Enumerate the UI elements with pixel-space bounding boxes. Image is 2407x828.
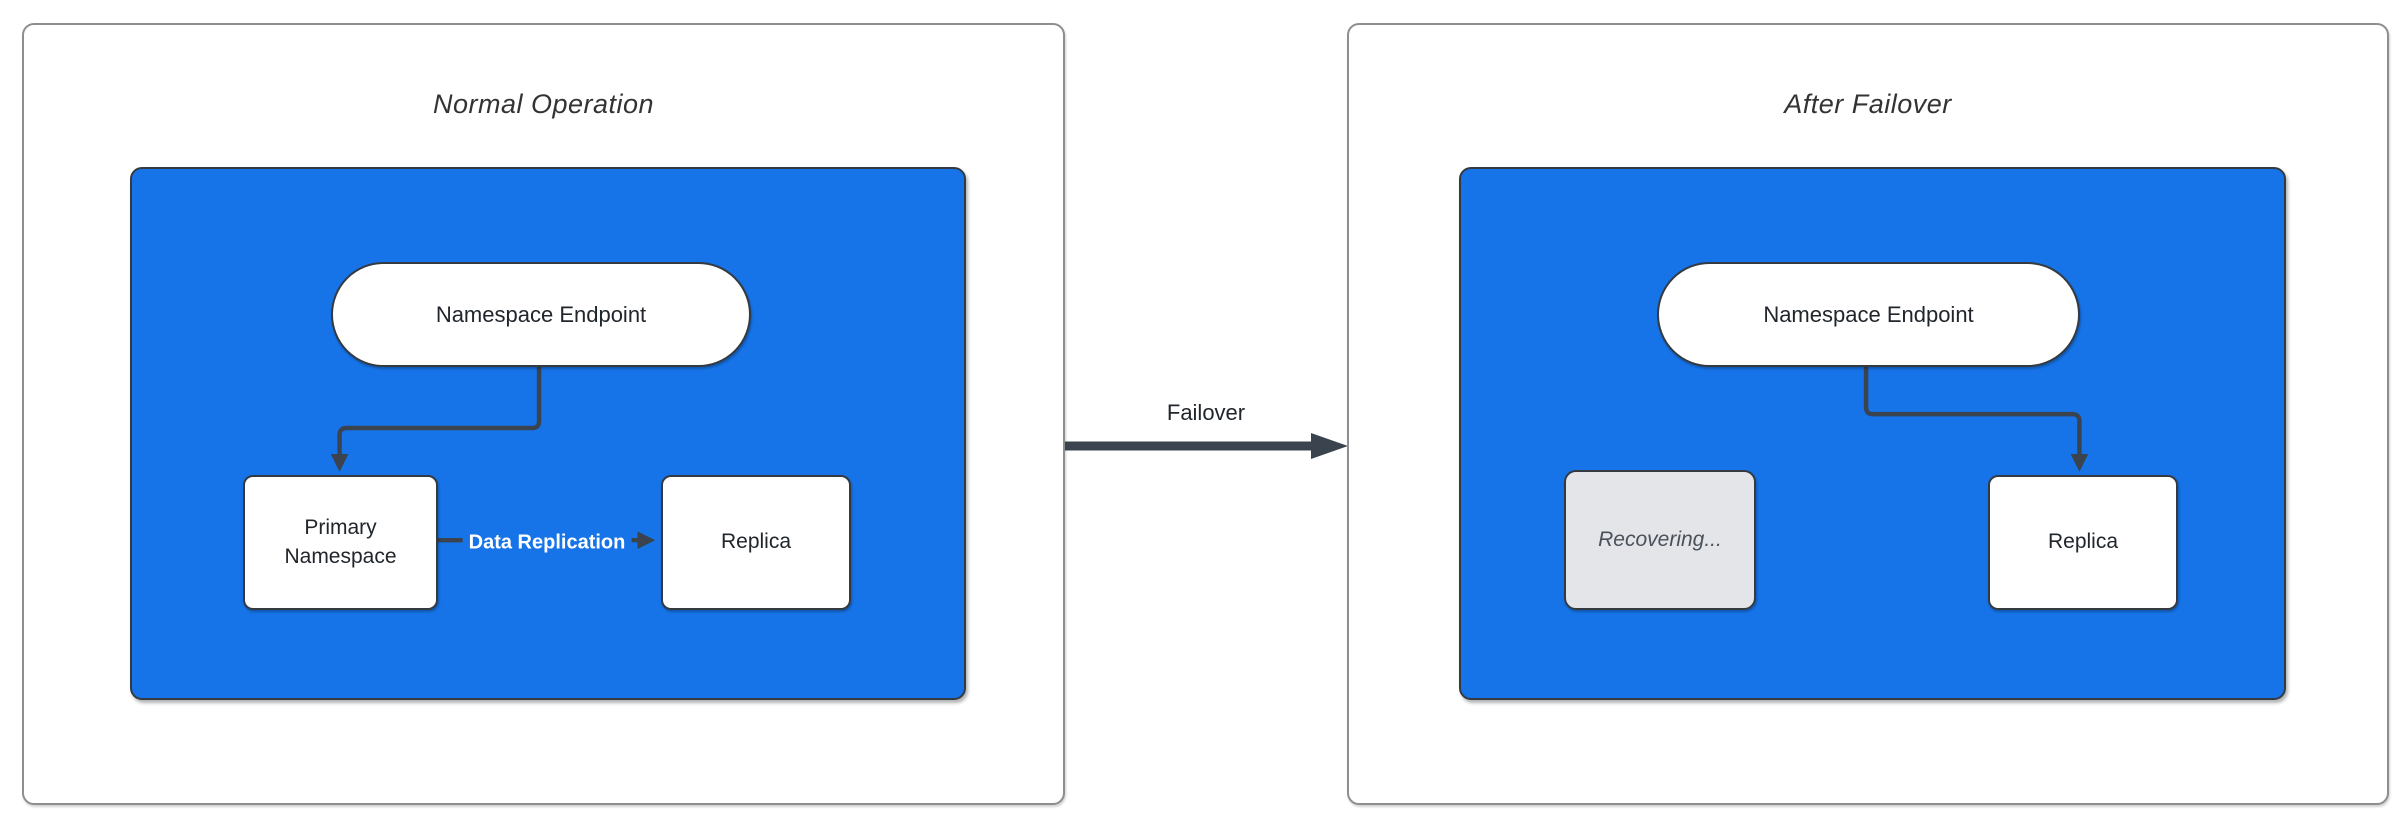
node-namespace-endpoint: Namespace Endpoint [331, 262, 751, 367]
cluster-normal-operation: Namespace Endpoint Primary Namespace Rep… [130, 167, 966, 700]
node-namespace-endpoint: Namespace Endpoint [1657, 262, 2080, 367]
edges-normal-operation [330, 365, 656, 550]
panel-after-failover: After Failover Namespace Endpoint Recove… [1347, 23, 2389, 805]
panel-title-after-failover: After Failover [1784, 89, 1952, 119]
edge-endpoint-to-primary [330, 365, 542, 472]
edge-endpoint-to-replica [1863, 365, 2089, 472]
panel-title-normal-operation: Normal Operation [432, 89, 655, 119]
failover-arrow-head [1311, 433, 1348, 459]
node-replica: Replica [1988, 475, 2178, 610]
cluster-after-failover: Namespace Endpoint Recovering... Replica [1459, 167, 2286, 700]
node-primary-namespace: Primary Namespace [243, 475, 438, 610]
node-replica: Replica [661, 475, 851, 610]
node-recovering-label: Recovering... [1598, 527, 1722, 551]
node-namespace-endpoint-label: Namespace Endpoint [1763, 301, 1974, 327]
edge-label-data-replication: Data Replication [462, 528, 632, 558]
failover-label: Failover [1166, 400, 1246, 425]
node-namespace-endpoint-label: Namespace Endpoint [435, 301, 647, 327]
edges-after-failover [1863, 365, 2089, 472]
node-replica-label: Replica [2047, 530, 2119, 554]
failover-arrow-icon [1065, 433, 1348, 459]
node-primary-namespace-label: Primary Namespace [284, 516, 397, 568]
node-replica-label: Replica [720, 530, 792, 554]
node-recovering: Recovering... [1564, 470, 1756, 610]
panel-normal-operation: Normal Operation Namespace Endpoint Prim… [22, 23, 1065, 805]
